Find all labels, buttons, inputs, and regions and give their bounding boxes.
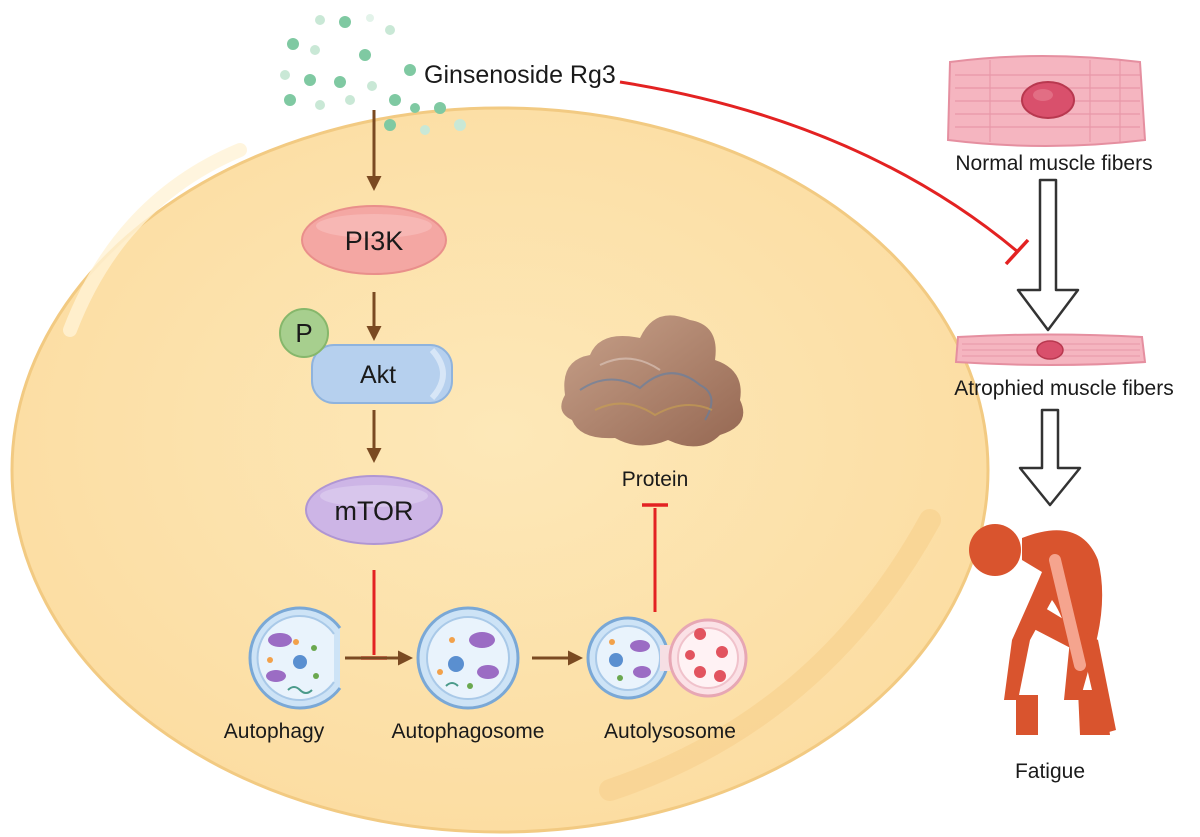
rg3-atrophy-inhibition bbox=[619, 80, 1030, 266]
fatigue-figure-icon bbox=[969, 524, 1116, 735]
autophagosome-label: Autophagosome bbox=[392, 720, 545, 743]
mtor-label: mTOR bbox=[335, 496, 414, 526]
autolysosome-structure bbox=[586, 616, 748, 700]
fatigue-label: Fatigue bbox=[1015, 760, 1085, 783]
normal-muscle-label: Normal muscle fibers bbox=[955, 152, 1152, 175]
akt-label: Akt bbox=[360, 361, 396, 389]
phospho-label: P bbox=[295, 318, 312, 348]
normal-muscle-fiber bbox=[946, 55, 1147, 147]
hollow-arrow-atrophied-to-fatigue bbox=[1018, 408, 1082, 507]
autophagy-structure bbox=[248, 606, 342, 710]
cell-shadow bbox=[599, 509, 941, 801]
akt-node: Akt bbox=[311, 344, 453, 404]
protein-label: Protein bbox=[622, 468, 689, 491]
pi3k-label: PI3K bbox=[345, 226, 404, 256]
autolysosome-protein-inhibition bbox=[642, 503, 668, 612]
mtor-node: mTOR bbox=[305, 475, 443, 545]
ginsenoside-particles bbox=[280, 14, 466, 135]
ginsenoside-label: Ginsenoside Rg3 bbox=[424, 61, 616, 89]
atrophied-muscle-fiber bbox=[954, 333, 1147, 366]
autophagy-label: Autophagy bbox=[224, 720, 325, 743]
phospho-badge: P bbox=[279, 308, 329, 358]
protein-structure bbox=[561, 315, 744, 447]
hollow-arrow-normal-to-atrophied bbox=[1016, 178, 1080, 332]
autolysosome-label: Autolysosome bbox=[604, 720, 736, 743]
atrophied-muscle-label: Atrophied muscle fibers bbox=[954, 377, 1173, 400]
pi3k-node: PI3K bbox=[301, 205, 447, 275]
cell-highlight bbox=[63, 143, 247, 337]
autophagosome-structure bbox=[416, 606, 520, 710]
